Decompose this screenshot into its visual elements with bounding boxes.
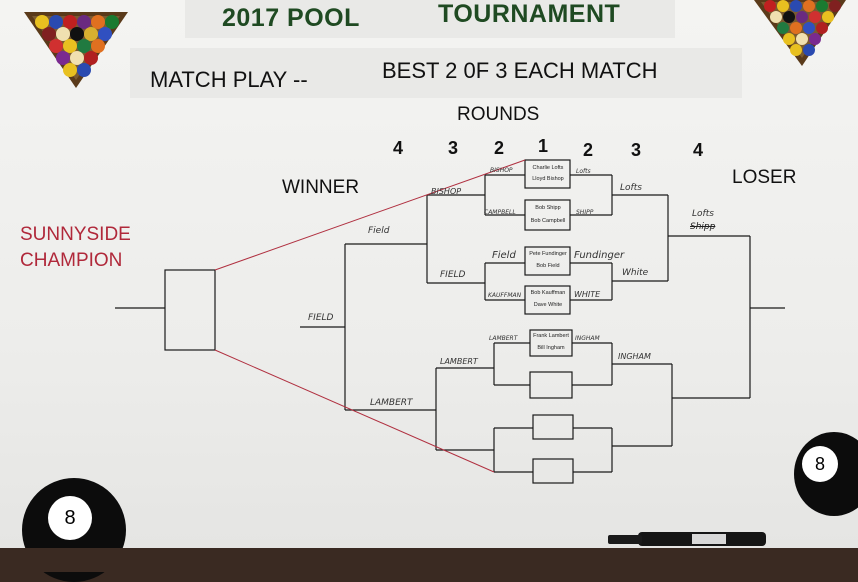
hw-w3-lambert: LAMBERT [440,357,478,366]
subtitle-strip [130,48,742,98]
hw-w3-bishop: BISHOP [431,187,462,196]
round-number-right-2: 2 [583,140,594,160]
champion-line1: SUNNYSIDE [20,224,131,245]
hw-l2-fundinger: Fundinger [574,250,625,261]
match5-player-b: Bill Ingham [537,345,565,351]
title-part2: TOURNAMENT [438,0,621,28]
match5-player-a: Frank Lambert [533,333,569,339]
loser-label: LOSER [732,167,797,188]
ball-rack-right-icon [754,0,846,66]
match2-player-a: Bob Shipp [535,205,561,211]
hw-w2-campbell: CAMPBELL [484,209,516,216]
hw-w2-lambert: LAMBERT [489,335,518,342]
hw-l2-ingham: INGHAM [575,335,600,342]
match1-player-a: Charlie Lofts [532,165,564,171]
round-number-right-3: 3 [631,140,642,160]
hw-w2-kauffman: KAUFFMAN [488,292,522,299]
hw-w4-lambert: LAMBERT [370,398,413,408]
hw-l4-lofts: Lofts [692,209,714,219]
hw-l3-white: White [622,268,649,278]
round-number-left-3: 3 [448,138,459,158]
hw-l4-scribble: Shipp [690,222,716,232]
hw-l3-ingham: INGHAM [618,352,651,361]
hw-w3-field: FIELD [440,270,466,280]
hw-w2-bishop: BISHOP [490,167,513,174]
ball-rack-left-icon [24,12,128,88]
hw-l2-white: WHITE [574,290,601,299]
match1-player-b: Lloyd Bishop [532,176,564,182]
round-number-right-4: 4 [693,140,704,160]
winner-label: WINNER [282,177,360,198]
hw-w4-field: Field [368,226,390,236]
hw-l2-lofts: Lofts [576,168,591,175]
rounds-heading: ROUNDS [457,104,540,125]
round-number-left-4: 4 [393,138,404,158]
eight-ball-right-icon: 8 [794,432,858,516]
match2-player-b: Bob Campbell [530,218,566,224]
match4-player-b: Dave White [533,302,563,308]
board-ledge [0,548,858,572]
eight-ball-right-number: 8 [802,446,838,482]
subtitle-best-of: BEST 2 0F 3 EACH MATCH [382,58,658,83]
title-strip [185,0,675,38]
hw-l2-shipp: SHIPP [576,209,594,216]
match3-player-b: Bob Field [536,263,560,269]
marker-pen-icon [608,532,766,546]
subtitle-match-play: MATCH PLAY -- [150,67,308,92]
match3-player-a: Pete Fundinger [529,251,567,257]
eight-ball-left-number: 8 [48,496,92,540]
hw-l3-lofts: Lofts [620,183,642,193]
round-number-1: 1 [538,136,549,156]
hw-final-field: FIELD [308,313,334,323]
hw-w2-field: Field [492,250,516,261]
match4-player-a: Bob Kauffman [530,290,566,296]
title-part1: 2017 POOL [222,4,360,32]
champion-line2: CHAMPION [20,250,123,271]
round-number-left-2: 2 [494,138,505,158]
